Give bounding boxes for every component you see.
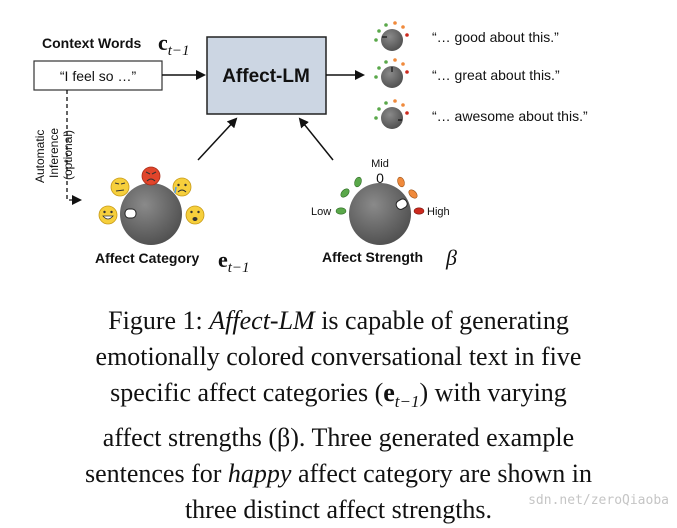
- category-to-model-arrow: [197, 117, 238, 161]
- affect-category-symbol: et−1: [218, 247, 250, 276]
- caption-line-5: sentences for happy affect category are …: [84, 459, 593, 489]
- output-knob-high: [374, 99, 409, 129]
- output-knob-mid: [374, 58, 409, 88]
- inference-label-3: (optional): [61, 130, 75, 180]
- grinning-emoji-icon: [98, 205, 118, 225]
- strength-zero-label: 0: [376, 170, 384, 186]
- figure-caption: Figure 1: Affect-LM is capable of genera…: [0, 303, 677, 528]
- caption-line-4: affect strengths (β). Three generated ex…: [102, 423, 575, 453]
- context-words-label: Context Words: [42, 35, 142, 51]
- output-sentence-2: “… great about this.”: [432, 67, 560, 83]
- inference-label-1: Automatic: [33, 130, 47, 183]
- output-sentence-1: “… good about this.”: [432, 29, 559, 45]
- caption-line-3: specific affect categories (et−1) with v…: [110, 378, 567, 412]
- input-text-box: [33, 60, 163, 91]
- affect-strength-symbol: β: [445, 245, 457, 270]
- affect-strength-label: Affect Strength: [322, 249, 423, 265]
- inference-label-2: Inference: [47, 128, 61, 178]
- angry-emoji-icon: [141, 166, 161, 186]
- output-knob-low: [374, 21, 409, 51]
- strength-high-label: High: [427, 206, 450, 218]
- affect-category-label: Affect Category: [95, 250, 199, 266]
- strength-mid-label: Mid: [371, 158, 389, 170]
- strength-to-model-arrow: [298, 117, 334, 161]
- affect-category-knob: [120, 183, 182, 245]
- affect-lm-box: [206, 36, 327, 115]
- affect-lm-label: Affect-LM: [222, 66, 310, 87]
- confused-emoji-icon: [110, 177, 130, 197]
- fearful-emoji-icon: [185, 205, 205, 225]
- caption-line-2: emotionally colored conversational text …: [95, 342, 582, 371]
- affect-strength-knob: [335, 176, 425, 245]
- context-subscript: t−1: [168, 43, 190, 59]
- affect-lm-diagram: Context Words ct−1 “I feel so …” Affect-…: [33, 21, 588, 276]
- output-sentence-3: “… awesome about this.”: [432, 108, 588, 124]
- context-symbol: ct−1: [158, 30, 190, 59]
- caption-happy: happy: [227, 459, 292, 489]
- automatic-inference-dashed-arrow: [66, 90, 82, 205]
- input-text: “I feel so …”: [60, 68, 137, 84]
- crying-emoji-icon: [172, 177, 192, 197]
- caption-line-1: Figure 1: Affect-LM is capable of genera…: [108, 306, 569, 335]
- caption-line-6: three distinct affect strengths.: [184, 495, 493, 525]
- strength-low-label: Low: [311, 206, 331, 218]
- watermark: sdn.net/zeroQiaoba: [528, 493, 669, 508]
- caption-model-name: Affect-LM: [209, 306, 315, 335]
